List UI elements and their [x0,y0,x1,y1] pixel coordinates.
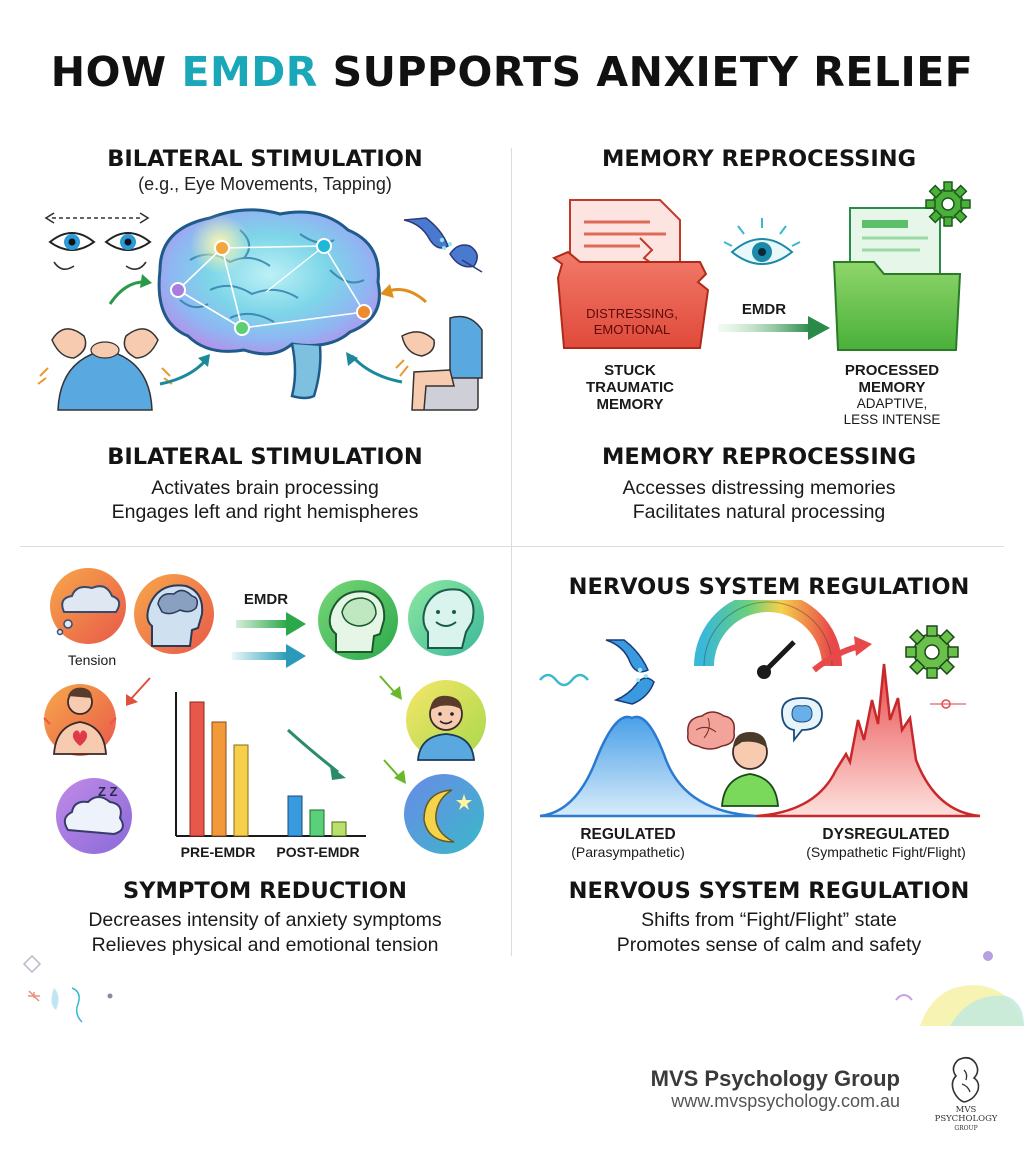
stuck-label-3: MEMORY [596,396,664,413]
brain-icon [686,711,736,750]
page-title: HOW EMDR SUPPORTS ANXIETY RELIEF [0,48,1024,96]
speech-bubble-brain-icon [781,697,823,743]
footer-company-name: MVS Psychology Group [650,1066,900,1091]
brain-icon [157,208,381,400]
sleep-label: Z Z [98,784,118,799]
mvs-logo: MVS PSYCHOLOGY GROUP [928,1052,1004,1132]
neuron-synapse-icon [403,217,483,273]
tapping-knees-icon [395,315,483,411]
q3-heading: SYMPTOM REDUCTION [123,878,407,904]
stress-gauge-icon [694,600,842,679]
q1-subheading: (e.g., Eye Movements, Tapping) [138,174,392,194]
regulated-sublabel: (Parasympathetic) [571,844,685,860]
arrow-right-icon [286,612,306,636]
q2-heading-secondary: MEMORY REPROCESSING [601,444,917,470]
arrow-right-icon [808,316,830,340]
decorative-shapes-right [895,951,1024,1026]
logo-line1: MVS [955,1105,977,1115]
pre-emdr-label: PRE-EMDR [180,844,256,860]
folder-text-2: EMOTIONAL [594,322,671,337]
q3-description-line2: Relieves physical and emotional tension [91,934,439,956]
q2-description-line2: Facilitates natural processing [632,501,886,523]
logo-line3: GROUP [954,1125,978,1132]
q3-description-line1: Decreases intensity of anxiety symptoms [88,909,442,931]
moon-icon [404,774,484,854]
processed-memory-folder-icon [832,207,962,351]
folder-text-1: DISTRESSING, [586,306,678,321]
horizontal-divider [20,546,1004,547]
smiling-face-icon [408,580,484,656]
memory-reprocessing-illustration: DISTRESSING, EMOTIONAL EMDR [552,181,971,351]
q2-description-line1: Accesses distressing memories [622,477,896,499]
tension-label: Tension [67,652,117,668]
dysregulated-curve [755,663,981,818]
symptom-reduction-illustration: EMDR Z Z [43,568,486,854]
title-prefix: HOW [50,48,182,96]
processed-label-4: LESS INTENSE [843,412,941,427]
anxious-person-icon [43,684,117,756]
regulated-label: REGULATED [580,826,676,843]
person-icon [721,732,779,807]
dysregulated-sublabel: (Sympathetic Fight/Flight) [806,844,966,860]
stuck-label-2: TRAUMATIC [585,379,675,396]
q4-heading-secondary: NERVOUS SYSTEM REGULATION [568,878,970,904]
q3-arrow-label: EMDR [244,591,288,608]
vertical-divider [511,148,512,956]
q1-heading: BILATERAL STIMULATION [107,146,423,172]
q4-description-line1: Shifts from “Fight/Flight” state [641,909,897,931]
q1-description-line1: Activates brain processing [151,477,379,499]
happy-person-icon [406,680,486,761]
gear-icon [905,625,959,679]
footer-website-link[interactable]: www.mvspsychology.com.au [671,1091,900,1111]
q2-heading: MEMORY REPROCESSING [601,146,917,172]
logo-line2: PSYCHOLOGY [934,1114,998,1124]
calm-wave-icon [539,673,589,687]
eyes-icon [48,232,152,270]
processed-label-3: ADAPTIVE, [856,396,928,411]
nervous-system-illustration [539,600,981,818]
q4-description-line2: Promotes sense of calm and safety [616,934,922,956]
neuron-synapse-icon [605,639,655,705]
calm-head-icon [318,580,398,660]
processed-label-2: MEMORY [858,379,926,396]
processed-label-1: PROCESSED [844,362,940,379]
q1-heading-secondary: BILATERAL STIMULATION [107,444,423,470]
stuck-label-1: STUCK [604,362,656,379]
title-suffix: SUPPORTS ANXIETY RELIEF [317,48,974,96]
regulated-curve [539,715,757,818]
decorative-shapes-left [22,954,113,1023]
tapping-shoulders-icon [37,328,173,411]
face-profile-logo-icon [951,1056,980,1103]
eye-icon [723,218,801,265]
q2-arrow-label: EMDR [742,301,786,318]
post-emdr-label: POST-EMDR [276,844,360,860]
dysregulated-label: DYSREGULATED [822,826,950,843]
worry-cloud-icon [50,568,126,644]
arrow-right-icon [286,644,306,668]
stressed-head-icon [134,574,214,654]
sleep-cloud-icon: Z Z [56,778,132,854]
bilateral-stimulation-illustration [37,208,483,411]
eye-movement-arrow-icon [44,212,150,224]
gear-icon [925,181,971,227]
bar-chart [175,692,366,837]
title-accent: EMDR [181,48,318,96]
q1-description-line2: Engages left and right hemispheres [111,501,419,523]
stuck-memory-folder-icon: DISTRESSING, EMOTIONAL [552,199,710,349]
q4-heading: NERVOUS SYSTEM REGULATION [568,574,970,600]
